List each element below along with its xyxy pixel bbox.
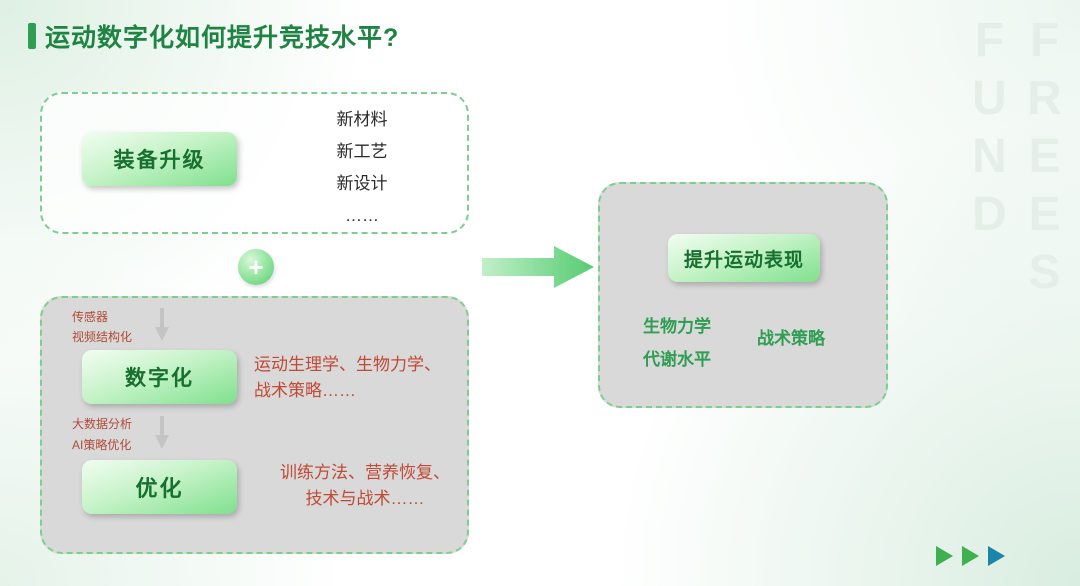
digitization-button: 数字化 bbox=[82, 350, 237, 404]
video-structuring-label: 视频结构化 bbox=[72, 330, 133, 344]
equipment-upgrade-box: 装备升级 新材料 新工艺 新设计 …… bbox=[40, 92, 469, 234]
improve-performance-button: 提升运动表现 bbox=[668, 234, 820, 282]
title-accent-bar bbox=[28, 23, 36, 49]
digitization-note-line: 运动生理学、生物力学、 bbox=[254, 355, 441, 374]
triangle-icon bbox=[962, 546, 979, 566]
watermark-frees-fund: FREES FUND bbox=[963, 14, 1071, 304]
equipment-items-list: 新材料 新工艺 新设计 …… bbox=[282, 104, 442, 232]
footer-triangles bbox=[936, 546, 1014, 566]
digitization-note-line: 战术策略…… bbox=[254, 381, 356, 400]
equipment-item-ellipsis: …… bbox=[345, 206, 379, 225]
optimization-note: 训练方法、营养恢复、 技术与战术…… bbox=[252, 460, 478, 512]
equipment-upgrade-button: 装备升级 bbox=[82, 132, 237, 186]
result-item-tactics: 战术策略 bbox=[757, 329, 825, 348]
triangle-icon bbox=[936, 546, 953, 566]
triangle-icon bbox=[988, 546, 1005, 566]
big-data-analysis-label: 大数据分析 bbox=[72, 417, 133, 431]
page-title: 运动数字化如何提升竞技水平? bbox=[45, 24, 400, 52]
result-item-metabolism: 代谢水平 bbox=[643, 350, 711, 369]
result-item-biomechanics: 生物力学 bbox=[643, 317, 711, 336]
optimization-note-line: 技术与战术…… bbox=[305, 489, 425, 508]
digitization-process-box: 传感器 视频结构化 数字化 运动生理学、生物力学、 战术策略…… 大数据分析 A… bbox=[40, 296, 469, 554]
plus-icon: + bbox=[238, 249, 274, 285]
optimization-button: 优化 bbox=[82, 460, 237, 514]
performance-result-box: 提升运动表现 生物力学 战术策略 代谢水平 bbox=[598, 182, 888, 408]
equipment-item: 新工艺 bbox=[336, 142, 388, 161]
right-arrow-icon bbox=[482, 243, 594, 296]
optimization-note-line: 训练方法、营养恢复、 bbox=[280, 463, 450, 482]
equipment-item: 新设计 bbox=[336, 174, 388, 193]
digitization-note: 运动生理学、生物力学、 战术策略…… bbox=[254, 352, 474, 404]
sensor-label: 传感器 bbox=[72, 310, 109, 324]
down-arrow-icon bbox=[154, 416, 170, 455]
page-title-row: 运动数字化如何提升竞技水平? bbox=[28, 18, 399, 54]
down-arrow-icon bbox=[154, 308, 170, 347]
equipment-item: 新材料 bbox=[336, 110, 388, 129]
ai-strategy-label: AI策略优化 bbox=[72, 438, 132, 452]
